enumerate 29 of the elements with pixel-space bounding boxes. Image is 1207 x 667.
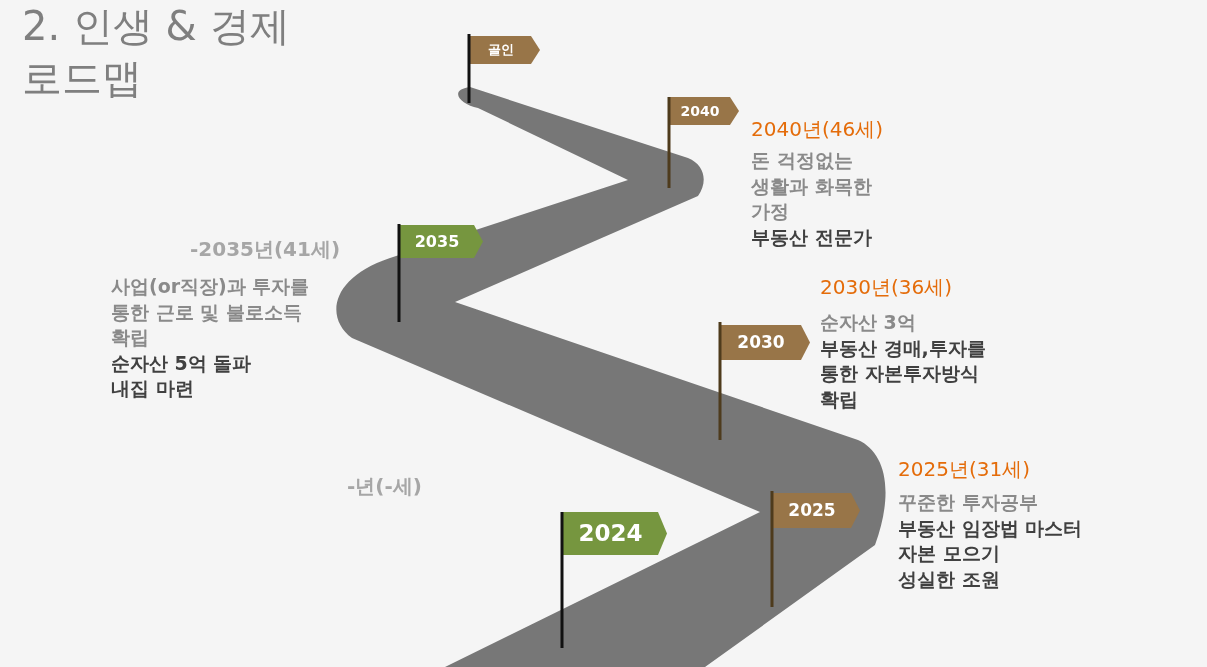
year-age-heading: -2035년(41세) — [190, 237, 341, 262]
flag — [667, 97, 739, 188]
milestone-text: 내집 마련 — [111, 376, 195, 401]
milestone-text: 꾸준한 투자공부 — [898, 490, 1039, 515]
flag-label: 2025 — [787, 499, 837, 522]
flag — [397, 224, 483, 322]
milestone-text: 돈 걱정없는 생활과 화목한 가정 — [751, 148, 873, 224]
milestone-text: 사업(or직장)과 투자를 통한 근로 및 불로소득 확립 — [111, 274, 311, 350]
milestone-text: 부동산 경매,투자를 통한 자본투자방식 확립 — [820, 335, 987, 412]
flag-label: 2030 — [736, 331, 786, 354]
flag-label: 골인 — [486, 41, 515, 59]
milestone-text: 부동산 전문가 — [751, 224, 873, 250]
year-age-heading: 2040년(46세) — [751, 117, 883, 142]
flag — [467, 34, 540, 103]
flag — [770, 491, 860, 607]
year-age-heading: 2025년(31세) — [898, 457, 1030, 482]
milestone-text: 성실한 조원 — [898, 566, 1001, 592]
flag-label: 2024 — [577, 519, 644, 548]
milestone-text: 순자산 5억 돌파 — [111, 350, 253, 376]
year-age-heading: -년(-세) — [347, 474, 422, 499]
flag — [560, 512, 667, 648]
milestone-text: 순자산 3억 — [820, 310, 917, 335]
milestone-text: 부동산 임장법 마스터 — [898, 515, 1084, 541]
flag — [718, 322, 810, 440]
flag-label: 2035 — [413, 231, 461, 253]
title: 2. 인생 & 경제 로드맵 — [22, 2, 291, 103]
milestone-text: 자본 모으기 — [898, 541, 1001, 566]
flag-label: 2040 — [679, 102, 721, 121]
year-age-heading: 2030년(36세) — [820, 275, 952, 300]
